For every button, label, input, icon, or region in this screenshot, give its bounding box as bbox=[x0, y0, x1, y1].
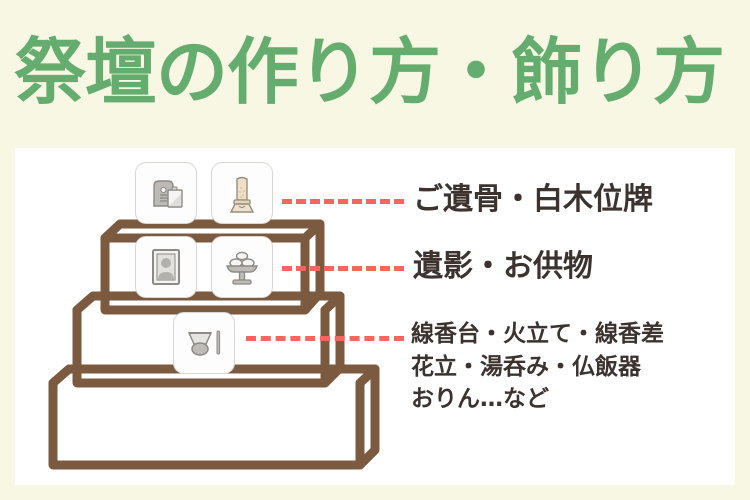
leader-line-1 bbox=[282, 199, 404, 204]
tile-memorial-tablet[interactable] bbox=[211, 162, 273, 224]
portrait-photo-icon bbox=[152, 249, 180, 285]
tile-urn[interactable] bbox=[135, 162, 197, 224]
altar-illustration bbox=[15, 148, 735, 485]
label-top-tier: ご遺骨・白木位牌 bbox=[413, 185, 653, 215]
memorial-tablet-icon bbox=[229, 176, 255, 213]
leader-line-2 bbox=[282, 266, 404, 271]
tile-incense-burner[interactable] bbox=[173, 312, 235, 374]
incense-burner-icon bbox=[187, 330, 221, 356]
label-bottom-tier: 線香台・火立て・線香差 花立・湯呑み・仏飯器 おりん…など bbox=[411, 318, 664, 416]
page-title: 祭壇の作り方・飾り方 bbox=[14, 30, 725, 114]
label-middle-tier: 遺影・お供物 bbox=[413, 252, 593, 282]
label-bottom-tier-line-3: おりん…など bbox=[411, 386, 549, 413]
urn-icon bbox=[153, 180, 183, 208]
illustration-card bbox=[15, 148, 735, 485]
label-top-tier-text: ご遺骨・白木位牌 bbox=[413, 182, 653, 217]
tile-portrait-photo[interactable] bbox=[135, 236, 197, 298]
leader-line-3 bbox=[246, 336, 404, 341]
offering-stand-icon bbox=[226, 251, 258, 285]
label-middle-tier-text: 遺影・お供物 bbox=[413, 249, 593, 284]
tile-offering-stand[interactable] bbox=[211, 236, 273, 298]
label-bottom-tier-line-2: 花立・湯呑み・仏飯器 bbox=[411, 353, 641, 380]
label-bottom-tier-line-1: 線香台・火立て・線香差 bbox=[411, 321, 664, 347]
